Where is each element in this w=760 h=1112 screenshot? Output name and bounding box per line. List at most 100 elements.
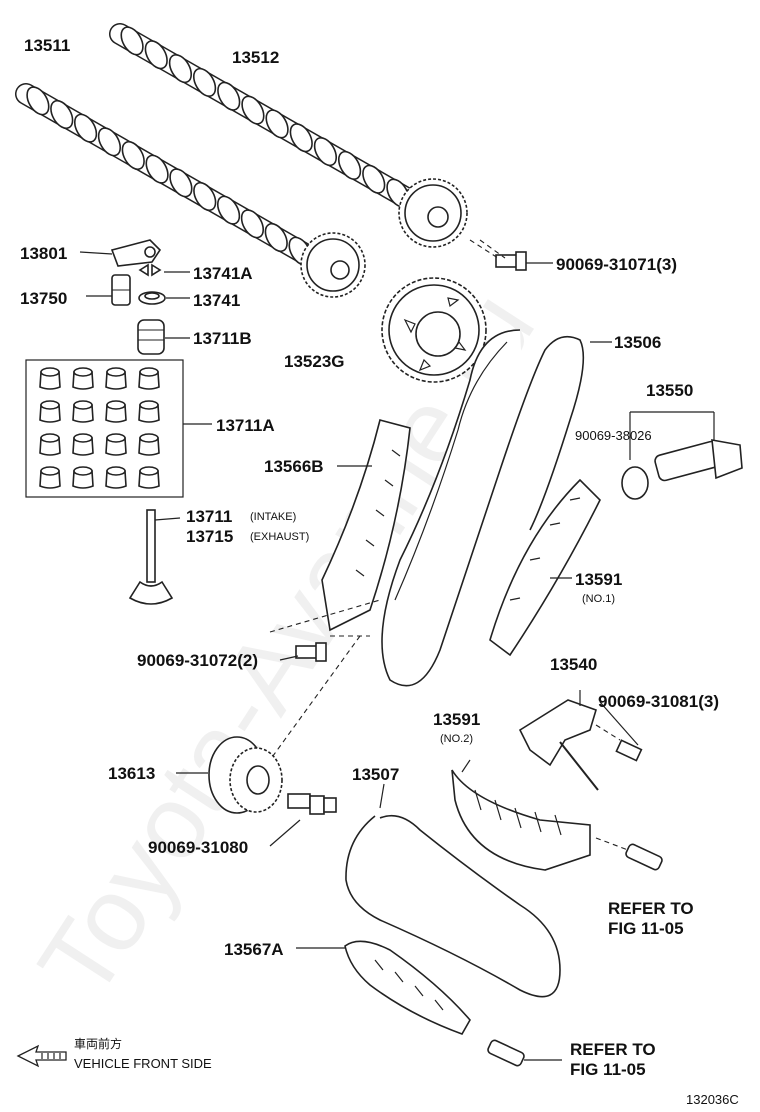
label-13711b: 13711B bbox=[193, 329, 252, 348]
chain-tensioner[interactable] bbox=[621, 439, 743, 500]
cam-lobe bbox=[144, 40, 168, 70]
valve[interactable] bbox=[128, 509, 174, 605]
valve-stem-seal-top bbox=[40, 400, 60, 410]
label-13511: 13511 bbox=[24, 36, 70, 55]
pin-refer-fig-11-05-a[interactable] bbox=[625, 843, 664, 871]
label-refer-a-line1: REFER TO bbox=[608, 899, 694, 918]
valve-stem-seal[interactable] bbox=[137, 319, 165, 355]
timing-chain-lower[interactable] bbox=[345, 814, 561, 998]
valve-keeper[interactable] bbox=[138, 263, 162, 277]
chain-tensioner-slipper-no2[interactable] bbox=[451, 769, 591, 871]
label-13750: 13750 bbox=[20, 289, 67, 308]
seal-set-items bbox=[39, 367, 160, 489]
valve-stem-seal-top bbox=[139, 367, 159, 377]
valve-stem-seal-item bbox=[39, 437, 61, 456]
valve-stem-seal-item bbox=[105, 404, 127, 423]
valve-stem-seal-item bbox=[105, 470, 127, 489]
label-refer-b-line2: FIG 11-05 bbox=[570, 1060, 646, 1079]
label-90069-31080: 90069-31080 bbox=[148, 838, 248, 857]
valve-stem-seal-top bbox=[106, 367, 126, 377]
callout-labels: 13511 13512 13801 13741A 13750 13741 137… bbox=[20, 36, 739, 1107]
cam-lobe bbox=[337, 150, 362, 180]
label-90069-38026: 90069-38026 bbox=[575, 428, 652, 443]
valve-stem-seal-top bbox=[73, 433, 93, 443]
label-13711-note: (INTAKE) bbox=[250, 511, 296, 523]
cam-lobe bbox=[217, 81, 241, 111]
timing-chain-upper[interactable] bbox=[381, 329, 585, 687]
label-13567a: 13567A bbox=[224, 940, 284, 959]
cam-lobe bbox=[26, 86, 50, 116]
label-13523g: 13523G bbox=[284, 352, 345, 371]
valve-stem-seal-top bbox=[73, 400, 93, 410]
valve-stem-seal-item bbox=[138, 404, 160, 423]
pin-refer-fig-11-05-b[interactable] bbox=[487, 1039, 526, 1067]
crankshaft-sprocket[interactable] bbox=[208, 736, 283, 814]
bolt-90069-31080[interactable] bbox=[287, 793, 337, 815]
cam-lobe bbox=[193, 181, 217, 212]
valve-stem-seal-top bbox=[40, 466, 60, 476]
label-13591-no2-note: (NO.2) bbox=[440, 733, 473, 745]
cam-lobe bbox=[97, 127, 122, 157]
valve-spring-retainer[interactable] bbox=[138, 291, 166, 305]
lash-adjuster[interactable] bbox=[111, 274, 131, 306]
chain-guide[interactable] bbox=[321, 419, 411, 632]
label-13591-no1: 13591 bbox=[575, 570, 622, 589]
label-13591-no1-note: (NO.1) bbox=[582, 593, 615, 605]
cam-lobe bbox=[192, 67, 217, 97]
chain-tensioner-slipper-no1[interactable] bbox=[489, 478, 601, 657]
valve-stem-seal-top bbox=[40, 367, 60, 377]
seal-set-box[interactable] bbox=[25, 359, 184, 498]
label-13540: 13540 bbox=[550, 655, 597, 674]
valve-stem-seal-top bbox=[106, 433, 126, 443]
bolt-90069-31081[interactable] bbox=[615, 739, 643, 762]
cam-lobe bbox=[264, 222, 288, 253]
bolt-90069-31071[interactable] bbox=[495, 251, 527, 271]
label-13591-no2: 13591 bbox=[433, 710, 480, 729]
cam-lobe bbox=[168, 54, 193, 84]
cam-lobe bbox=[121, 140, 145, 171]
camshaft-exhaust[interactable] bbox=[109, 23, 468, 248]
label-13550: 13550 bbox=[646, 381, 693, 400]
valve-stem-seal-item bbox=[138, 437, 160, 456]
camshaft-timing-sprocket[interactable] bbox=[381, 277, 487, 383]
valve-stem-seal-top bbox=[40, 433, 60, 443]
cam-lobe bbox=[265, 109, 289, 139]
valve-stem-seal-item bbox=[72, 470, 94, 489]
label-90069-31081: 90069-31081(3) bbox=[598, 692, 719, 711]
cam-lobe bbox=[50, 99, 74, 130]
cam-lobe bbox=[240, 209, 265, 239]
valve-stem-seal-top bbox=[139, 400, 159, 410]
label-13741: 13741 bbox=[193, 291, 240, 310]
vehicle-front-arrow-icon bbox=[16, 1044, 67, 1068]
label-13801: 13801 bbox=[20, 244, 67, 263]
valve-stem-seal-top bbox=[73, 367, 93, 377]
valve-stem-seal-item bbox=[138, 371, 160, 390]
cam-lobe bbox=[73, 113, 98, 143]
chain-damper[interactable] bbox=[344, 940, 471, 1035]
bolt-90069-31072[interactable] bbox=[295, 642, 327, 662]
valve-stem-seal-item bbox=[39, 404, 61, 423]
valve-stem-seal-item bbox=[138, 470, 160, 489]
label-13507: 13507 bbox=[352, 765, 399, 784]
valve-stem-seal-top bbox=[139, 466, 159, 476]
vehicle-front-label-en: VEHICLE FRONT SIDE bbox=[74, 1056, 212, 1071]
valve-stem-seal-item bbox=[105, 437, 127, 456]
label-13715: 13715 bbox=[186, 527, 233, 546]
label-13512: 13512 bbox=[232, 48, 279, 67]
tensioner-bracket[interactable] bbox=[518, 699, 599, 791]
cam-lobe bbox=[216, 195, 241, 225]
cam-lobe bbox=[241, 95, 265, 125]
label-13506: 13506 bbox=[614, 333, 661, 352]
camshaft-intake[interactable] bbox=[15, 83, 366, 298]
cam-lobe bbox=[362, 164, 386, 194]
label-90069-31072: 90069-31072(2) bbox=[137, 651, 258, 670]
vehicle-front-label-ja: 車両前方 bbox=[74, 1036, 122, 1051]
cam-lobe bbox=[313, 137, 338, 167]
cam-lobe bbox=[289, 123, 313, 153]
label-13566b: 13566B bbox=[264, 457, 324, 476]
label-refer-b-line1: REFER TO bbox=[570, 1040, 656, 1059]
label-13715-note: (EXHAUST) bbox=[250, 531, 309, 543]
rocker-arm[interactable] bbox=[110, 239, 162, 267]
